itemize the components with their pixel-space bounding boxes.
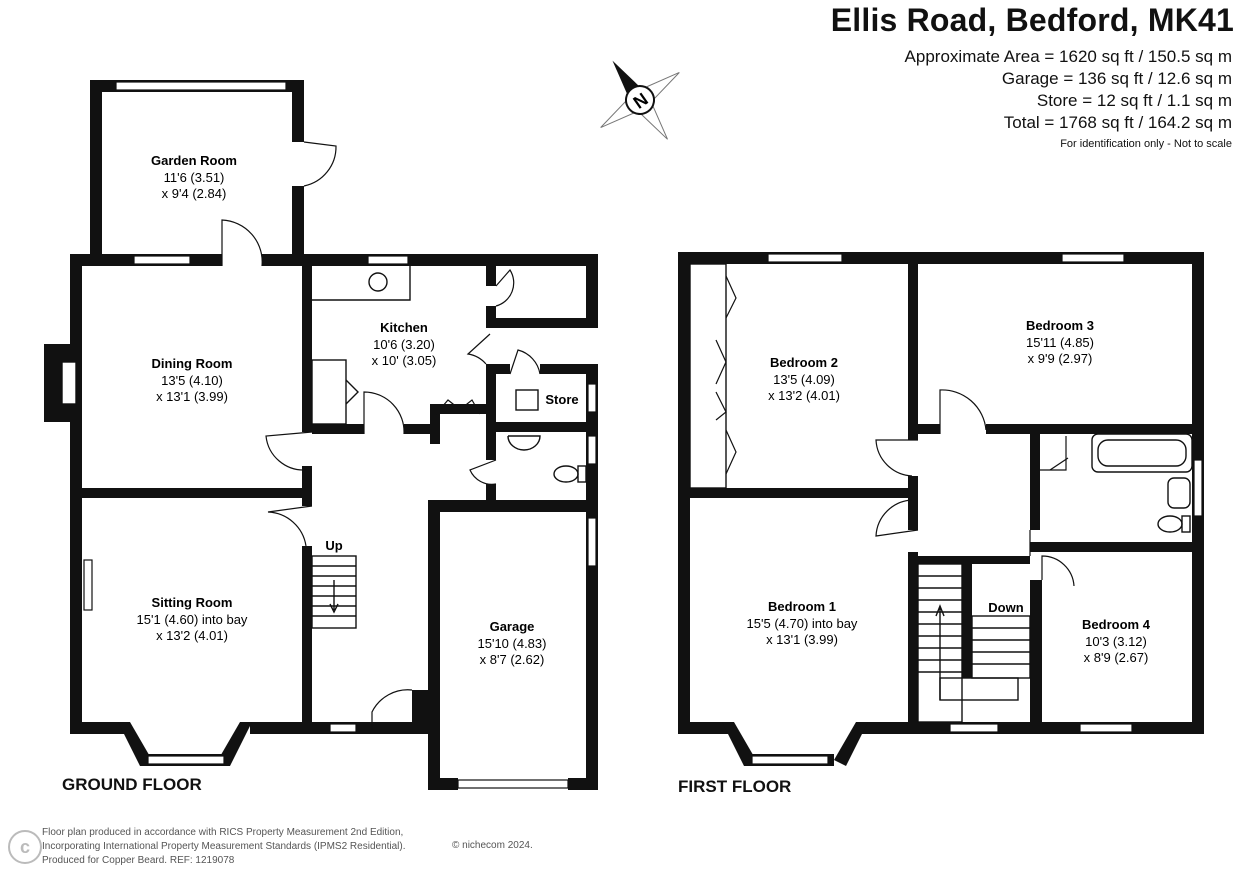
room-dims: 15'1 (4.60) into bay	[137, 612, 248, 627]
room-dims: x 13'2 (4.01)	[156, 628, 228, 643]
stairs-down-label: Down	[988, 600, 1023, 615]
room-name-kitchen: Kitchen	[380, 320, 428, 335]
footer-text: Floor plan produced in accordance with R…	[42, 826, 406, 868]
copyright: © nichecom 2024.	[452, 840, 533, 851]
room-dims: x 8'9 (2.67)	[1084, 650, 1149, 665]
disclaimer-note: For identification only - Not to scale	[1060, 138, 1232, 150]
area-line: Approximate Area = 1620 sq ft / 150.5 sq…	[904, 47, 1232, 66]
room-name-bedroom-3: Bedroom 3	[1026, 318, 1094, 333]
footer-line: Floor plan produced in accordance with R…	[42, 827, 404, 838]
room-name-garage: Garage	[490, 619, 535, 634]
room-dims: x 13'2 (4.01)	[768, 388, 840, 403]
first-floor-doors	[715, 275, 1075, 587]
stairs-up-label: Up	[325, 538, 342, 553]
room-dims: 15'11 (4.85)	[1026, 335, 1094, 350]
room-dims: 13'5 (4.10)	[161, 373, 223, 388]
room-dims: 11'6 (3.51)	[164, 170, 225, 185]
property-title: Ellis Road, Bedford, MK41	[830, 2, 1234, 38]
producer-logo-icon: c	[8, 830, 42, 864]
compass-rose-icon	[600, 60, 680, 140]
room-name-dining-room: Dining Room	[152, 356, 233, 371]
room-name-bedroom-2: Bedroom 2	[770, 355, 838, 370]
ground-floor-label: GROUND FLOOR	[62, 775, 202, 794]
room-dims: x 8'7 (2.62)	[480, 652, 545, 667]
room-dims: x 13'1 (3.99)	[766, 632, 838, 647]
first-floor-windows	[751, 253, 1203, 765]
ground-floor-fixtures	[311, 266, 587, 629]
area-line: Total = 1768 sq ft / 164.2 sq m	[1003, 113, 1232, 132]
area-summary: Approximate Area = 1620 sq ft / 150.5 sq…	[905, 46, 1232, 150]
footer-line: Produced for Copper Beard. REF: 1219078	[42, 855, 235, 866]
room-dims: 10'3 (3.12)	[1085, 634, 1147, 649]
room-dims: 15'10 (4.83)	[478, 636, 547, 651]
ground-floor-walls	[44, 80, 598, 790]
footer-line: Incorporating International Property Mea…	[42, 841, 406, 852]
room-dims: 15'5 (4.70) into bay	[747, 616, 858, 631]
ground-floor-doors	[221, 141, 541, 730]
first-floor-label: FIRST FLOOR	[678, 777, 792, 796]
area-line: Store = 12 sq ft / 1.1 sq m	[1036, 91, 1232, 110]
room-name-bedroom-1: Bedroom 1	[768, 599, 836, 614]
first-floor-labels: Bedroom 2 13'5 (4.09) x 13'2 (4.01) Bedr…	[747, 318, 1151, 665]
ground-floor-labels: Garden Room 11'6 (3.51) x 9'4 (2.84) Din…	[137, 153, 579, 667]
room-dims: 10'6 (3.20)	[373, 337, 435, 352]
room-dims: x 13'1 (3.99)	[156, 389, 228, 404]
area-line: Garage = 136 sq ft / 12.6 sq m	[1001, 69, 1232, 88]
ground-floor-windows	[83, 81, 597, 789]
room-name-bedroom-4: Bedroom 4	[1082, 617, 1151, 632]
room-dims: x 9'4 (2.84)	[162, 186, 227, 201]
room-name-sitting-room: Sitting Room	[152, 595, 233, 610]
room-dims: x 9'9 (2.97)	[1028, 351, 1093, 366]
room-dims: x 10' (3.05)	[372, 353, 437, 368]
room-name-garden-room: Garden Room	[151, 153, 237, 168]
first-floor-fixtures	[917, 433, 1193, 723]
room-name-store: Store	[545, 392, 578, 407]
first-floor-walls	[678, 252, 1204, 766]
room-dims: 13'5 (4.09)	[773, 372, 835, 387]
